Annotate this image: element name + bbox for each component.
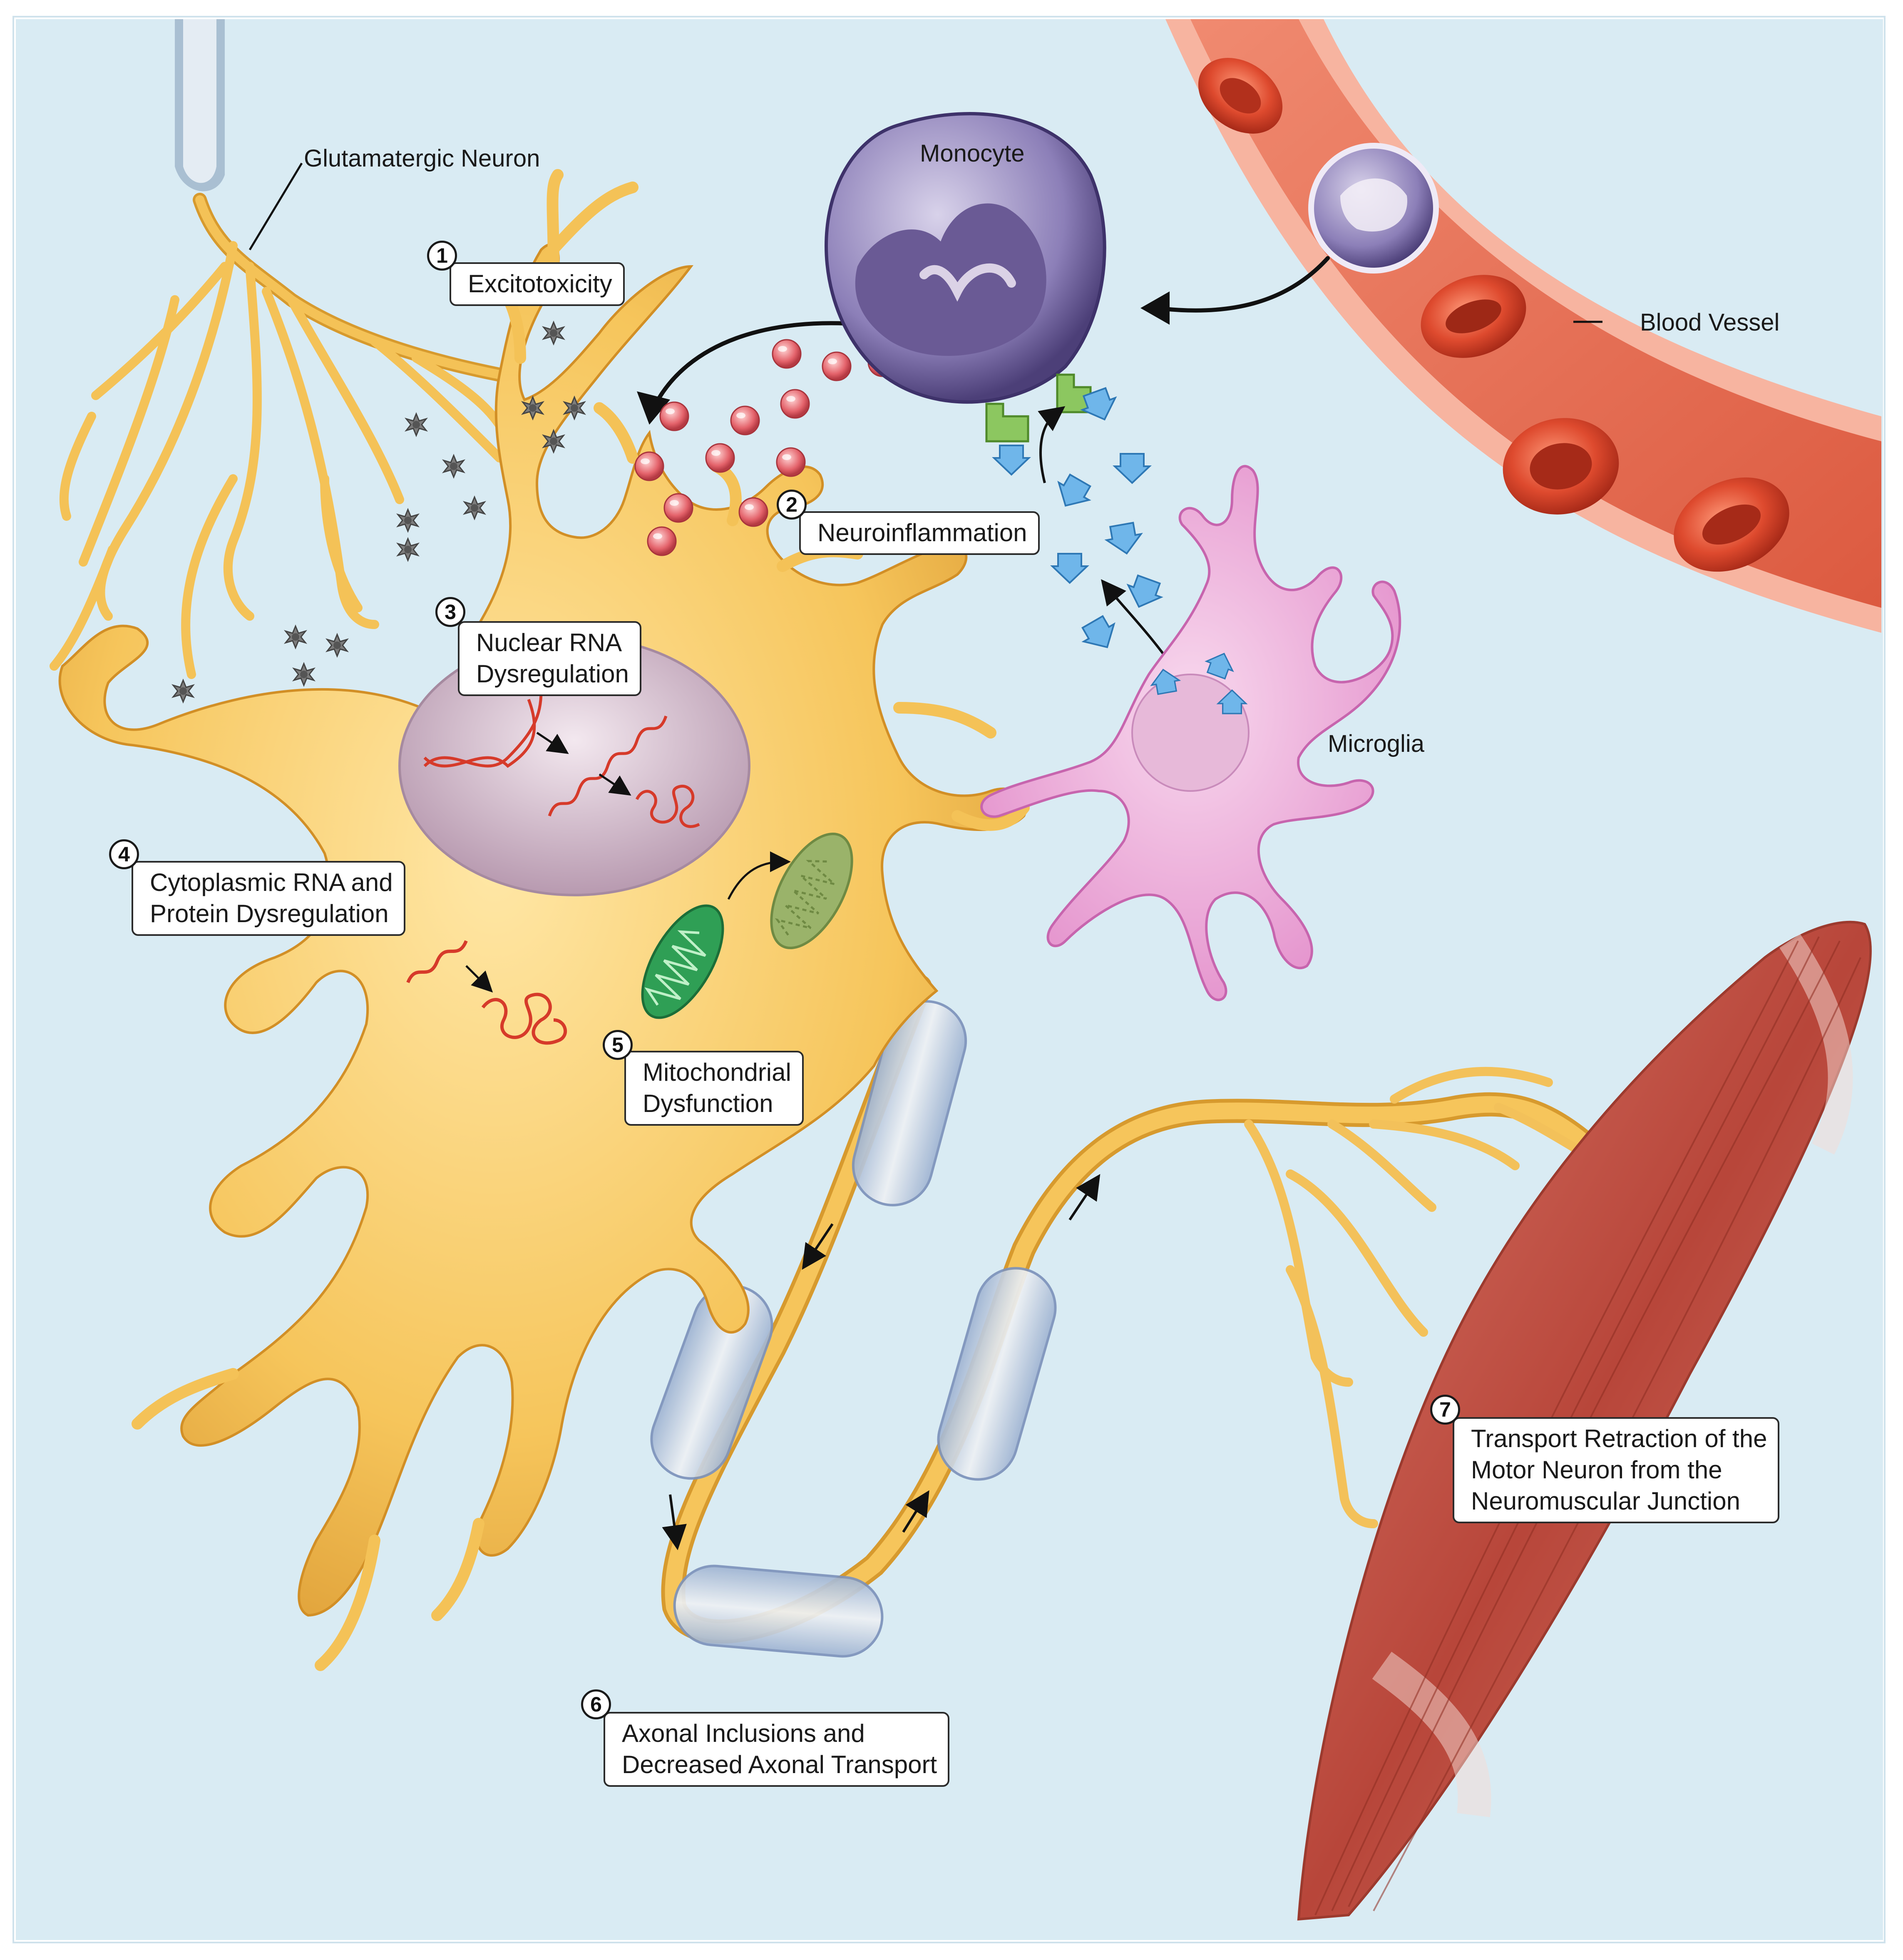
step-1-callout: Excitotoxicity bbox=[450, 262, 625, 306]
step-6-badge: 6 bbox=[581, 1689, 611, 1719]
glutamatergic-neuron-label: Glutamatergic Neuron bbox=[304, 145, 540, 172]
cytoplasmic-rna bbox=[406, 940, 567, 1045]
myelin-sheath bbox=[650, 1000, 1057, 1658]
small-monocyte-in-vessel bbox=[1308, 143, 1439, 274]
axon bbox=[661, 975, 1594, 1644]
leader-lines bbox=[248, 162, 1602, 323]
figure-panel bbox=[12, 16, 1886, 1943]
red-blood-cell bbox=[1421, 275, 1526, 358]
damaged-mitochondrion bbox=[770, 832, 853, 950]
step-5-badge: 5 bbox=[603, 1030, 633, 1060]
step-7-badge: 7 bbox=[1430, 1395, 1460, 1425]
healthy-mitochondrion bbox=[641, 904, 724, 1019]
dna-helix bbox=[423, 691, 543, 768]
misfolded-rna-nucleus bbox=[635, 784, 700, 828]
process-arrow bbox=[465, 731, 791, 993]
step-6-line-2: Decreased Axonal Transport bbox=[622, 1751, 937, 1778]
step-3-callout: Nuclear RNA Dysregulation bbox=[458, 621, 641, 696]
migration-arrowhead bbox=[637, 391, 670, 425]
step-2-badge: 2 bbox=[777, 490, 807, 520]
step-5-line-1: Mitochondrial bbox=[643, 1058, 791, 1086]
step-4-callout: Cytoplasmic RNA and Protein Dysregulatio… bbox=[132, 861, 405, 936]
step-7-line-3: Neuromuscular Junction bbox=[1471, 1487, 1740, 1515]
step-2-callout: Neuroinflammation bbox=[799, 511, 1040, 555]
step-2-text: Neuroinflammation bbox=[817, 519, 1027, 547]
axon-terminal-branches bbox=[1244, 1067, 1611, 1528]
step-6-line-1: Axonal Inclusions and bbox=[622, 1719, 865, 1747]
step-6-callout: Axonal Inclusions and Decreased Axonal T… bbox=[604, 1712, 950, 1787]
step-4-badge: 4 bbox=[109, 839, 139, 869]
monocyte-label: Monocyte bbox=[920, 140, 1025, 167]
step-7-line-1: Transport Retraction of the bbox=[1471, 1425, 1767, 1453]
step-3-badge: 3 bbox=[435, 597, 465, 627]
red-blood-cell bbox=[1503, 418, 1619, 515]
blood-vessel-label: Blood Vessel bbox=[1640, 309, 1780, 336]
step-3-line-1: Nuclear RNA bbox=[476, 629, 622, 657]
migration-arrow bbox=[651, 256, 1330, 410]
glutamatergic-neuron bbox=[50, 19, 517, 679]
myelin-segment bbox=[937, 1267, 1057, 1481]
step-4-line-1: Cytoplasmic RNA and bbox=[150, 868, 393, 896]
myelin-segment bbox=[650, 1284, 773, 1480]
myelin-segment bbox=[852, 1000, 967, 1206]
step-5-callout: Mitochondrial Dysfunction bbox=[624, 1051, 804, 1126]
step-7-line-2: Motor Neuron from the bbox=[1471, 1456, 1722, 1484]
mrna-strand bbox=[548, 715, 668, 817]
microglia-label: Microglia bbox=[1328, 730, 1425, 757]
myelin-segment bbox=[673, 1565, 884, 1658]
step-7-callout: Transport Retraction of the Motor Neuron… bbox=[1453, 1417, 1780, 1523]
step-3-line-2: Dysregulation bbox=[476, 660, 629, 688]
step-1-text: Excitotoxicity bbox=[468, 270, 612, 298]
monocyte bbox=[825, 112, 1106, 404]
red-blood-cell bbox=[1674, 477, 1789, 572]
step-4-line-2: Protein Dysregulation bbox=[150, 900, 389, 928]
step-1-badge: 1 bbox=[427, 241, 457, 271]
step-5-line-2: Dysfunction bbox=[643, 1089, 773, 1117]
axonal-transport-arrows bbox=[662, 1174, 1101, 1550]
microglia bbox=[980, 465, 1401, 1001]
blood-vessel bbox=[1165, 19, 1881, 633]
motor-neuron-body bbox=[58, 243, 1028, 1617]
migration-arrowhead bbox=[1140, 291, 1170, 325]
red-blood-cell bbox=[1198, 58, 1283, 134]
